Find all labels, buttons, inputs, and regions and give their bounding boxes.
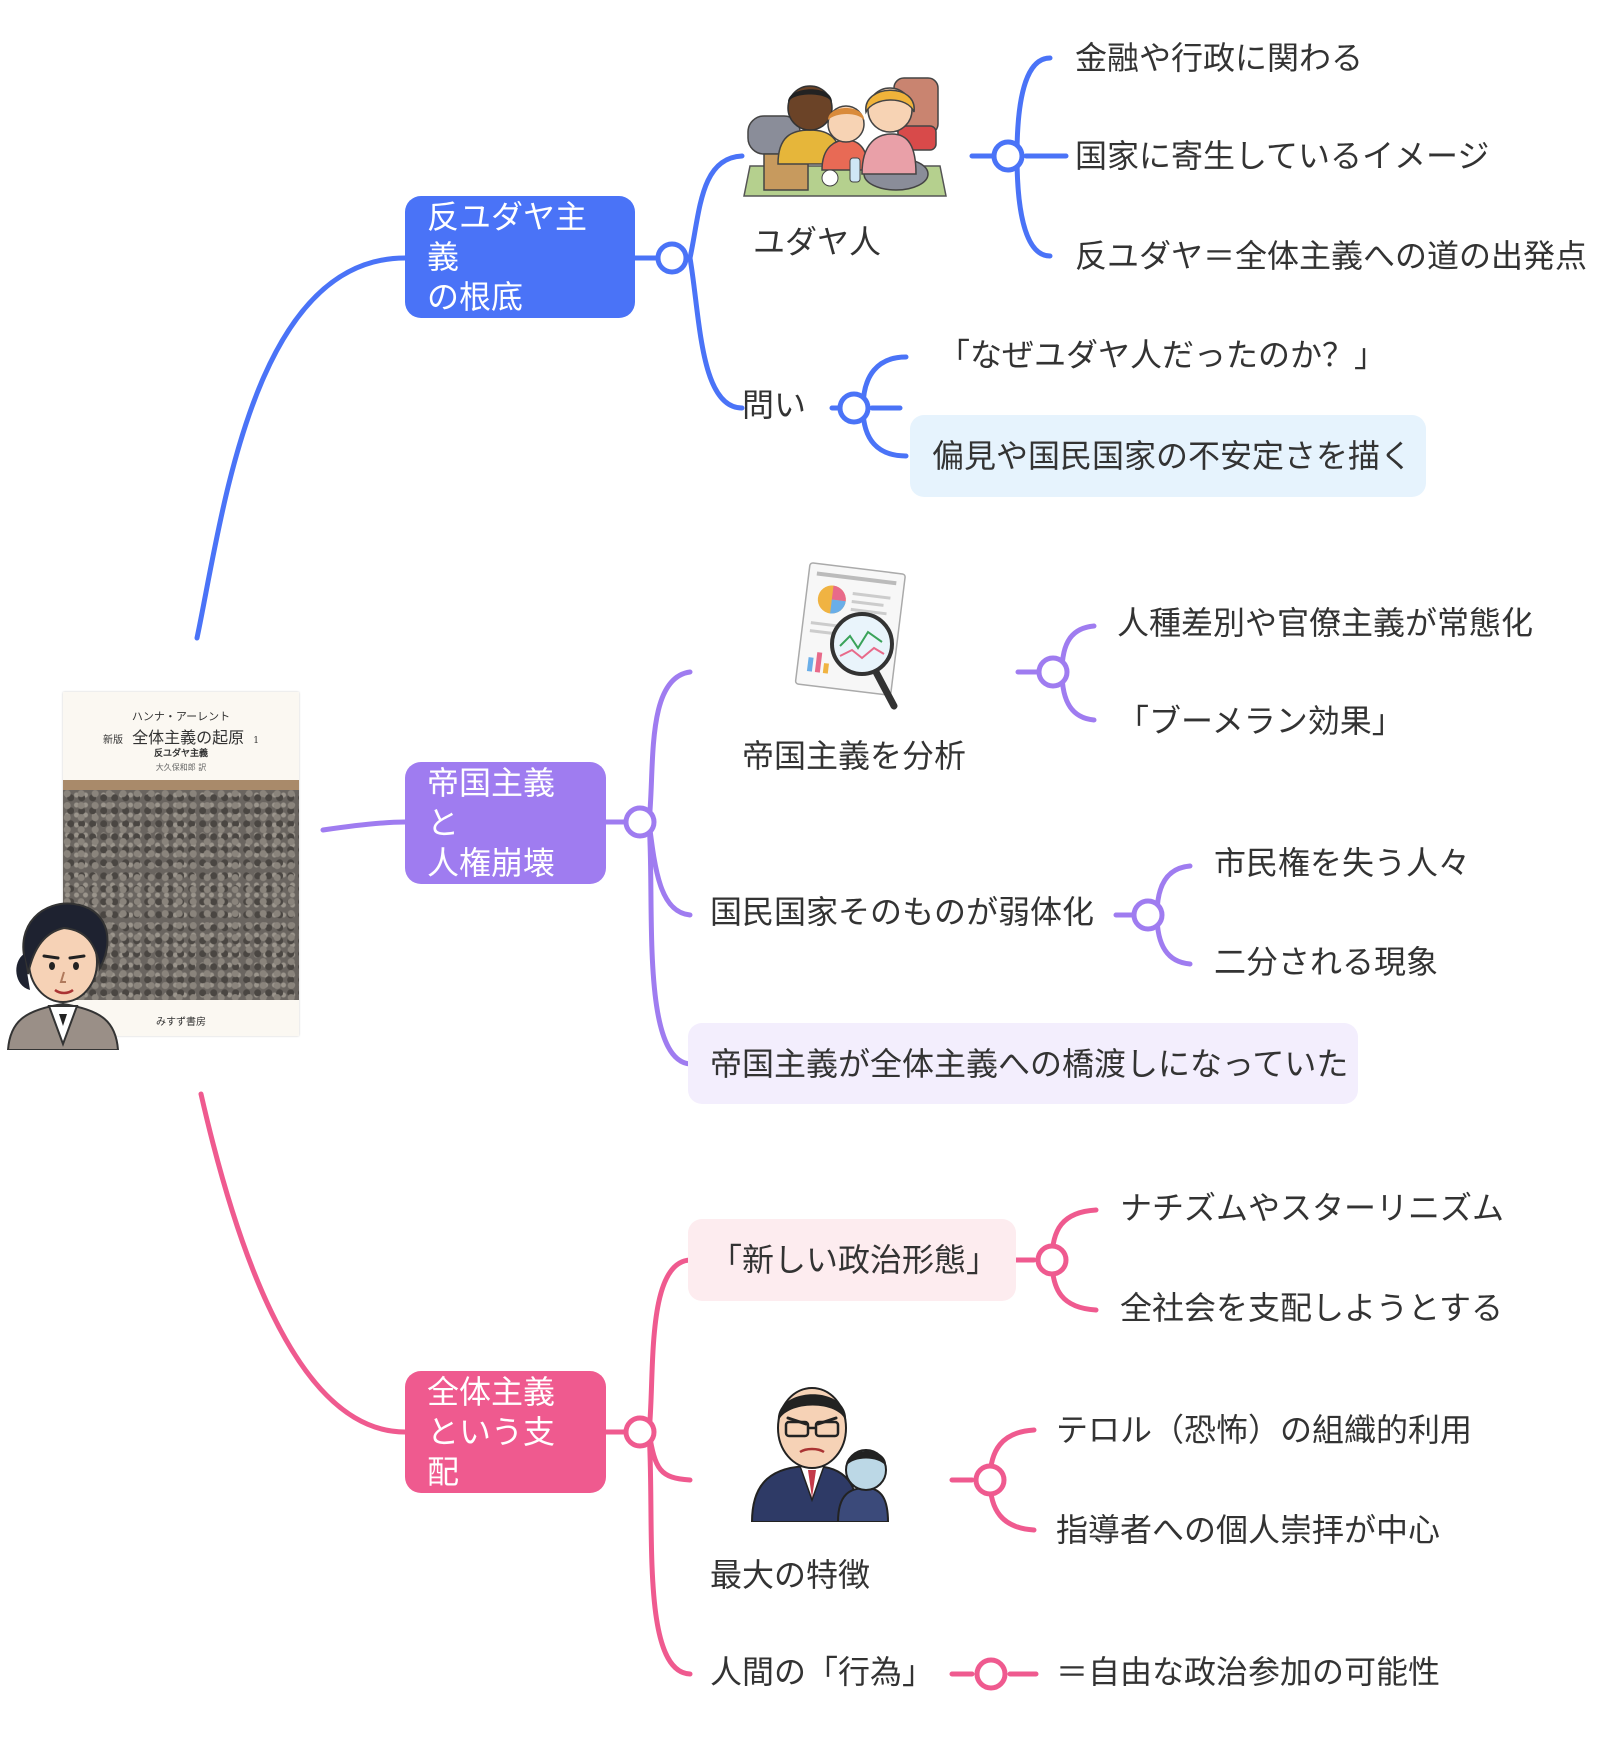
book-subtitle: 反ユダヤ主義 (153, 749, 208, 759)
connector-imperialism-to-bridge (646, 819, 693, 1067)
connector-antisemitism-to-question (687, 255, 745, 411)
connector-totalitarianism-to-feature (646, 1429, 693, 1483)
node-nation-item-1[interactable]: 市民権を失う人々 (1214, 844, 1471, 882)
junction-question (837, 391, 871, 425)
connector-root-to-totalitarianism (198, 1091, 408, 1435)
hannah-arendt-portrait-icon (6, 902, 120, 1050)
branch-totalitarianism-line1: 全体主義 (427, 1373, 556, 1411)
book-title: 全体主義の起原 (132, 728, 245, 747)
node-feature-item-2[interactable]: 指導者への個人崇拝が中心 (1056, 1511, 1441, 1549)
branch-imperialism-line1: 帝国主義と (427, 764, 556, 842)
connector-imperialism-to-nation (646, 819, 693, 918)
branch-imperialism-line2: 人権崩壊 (427, 844, 556, 882)
node-action[interactable]: 人間の「行為」 (710, 1653, 935, 1691)
node-analysis[interactable]: 帝国主義を分析 (742, 737, 967, 775)
node-jews[interactable]: ユダヤ人 (753, 223, 882, 261)
book-volume: 1 (253, 736, 259, 746)
connector-totalitarianism-to-action (646, 1429, 693, 1677)
branch-totalitarianism-line2: という支配 (427, 1413, 556, 1491)
connector-jews-items (969, 55, 1069, 259)
node-action-item-1[interactable]: ＝自由な政治参加の可能性 (1056, 1653, 1441, 1691)
branch-antisemitism[interactable]: 反ユダヤ主義 の根底 (405, 196, 635, 318)
branch-antisemitism-line2: の根底 (427, 278, 524, 316)
branch-antisemitism-line1: 反ユダヤ主義 (427, 198, 588, 276)
report-magnifier-illustration (794, 562, 906, 710)
junction-nation (1131, 898, 1165, 932)
connector-totalitarianism-to-newform (603, 1257, 693, 1435)
node-question-item-2[interactable]: 偏見や国民国家の不安定さを描く (910, 415, 1426, 497)
book-author: ハンナ・アーレント (131, 710, 231, 723)
intimidating-boss-illustration (750, 1387, 890, 1522)
connector-antisemitism-to-jews (632, 153, 745, 261)
connector-imperialism-to-analysis (603, 669, 693, 825)
junction-analysis (1036, 655, 1070, 689)
junction-action (974, 1657, 1008, 1691)
node-feature[interactable]: 最大の特徴 (710, 1556, 871, 1594)
junction-newform (1035, 1243, 1069, 1277)
connector-root-to-antisemitism (194, 255, 408, 641)
book-translator: 大久保和郎 訳 (155, 763, 207, 772)
node-question-item-1[interactable]: 「なぜユダヤ人だったのか？」 (938, 336, 1387, 374)
node-bridge[interactable]: 帝国主義が全体主義への橋渡しになっていた (688, 1023, 1358, 1104)
junction-imperialism (623, 805, 657, 839)
node-new-form[interactable]: 「新しい政治形態」 (688, 1219, 1016, 1301)
node-analysis-item-1[interactable]: 人種差別や官僚主義が常態化 (1117, 604, 1534, 642)
node-question[interactable]: 問い (742, 386, 807, 424)
junction-antisemitism (655, 241, 689, 275)
node-jews-item-2[interactable]: 国家に寄生しているイメージ (1075, 137, 1490, 175)
node-nation-state[interactable]: 国民国家そのものが弱体化 (710, 893, 1095, 931)
node-new-form-item-2[interactable]: 全社会を支配しようとする (1120, 1289, 1504, 1327)
book-band (63, 780, 299, 790)
junction-feature (973, 1463, 1007, 1497)
node-feature-item-1[interactable]: テロル（恐怖）の組織的利用 (1056, 1411, 1473, 1449)
branch-totalitarianism[interactable]: 全体主義 という支配 (405, 1371, 606, 1493)
book-edition: 新版 (103, 735, 124, 746)
node-new-form-item-1[interactable]: ナチズムやスターリニズム (1120, 1189, 1505, 1227)
junction-jews (991, 139, 1025, 173)
node-jews-item-3[interactable]: 反ユダヤ＝全体主義への道の出発点 (1075, 237, 1588, 275)
node-nation-item-2[interactable]: 二分される現象 (1214, 943, 1439, 981)
refugee-family-illustration (743, 77, 947, 197)
book-publisher: みすず書房 (156, 1017, 206, 1028)
connector-root-to-imperialism (320, 819, 408, 833)
junction-totalitarianism (623, 1415, 657, 1449)
node-jews-item-1[interactable]: 金融や行政に関わる (1075, 39, 1364, 77)
node-analysis-item-2[interactable]: 「ブーメラン効果」 (1117, 702, 1404, 740)
branch-imperialism[interactable]: 帝国主義と 人権崩壊 (405, 762, 606, 884)
